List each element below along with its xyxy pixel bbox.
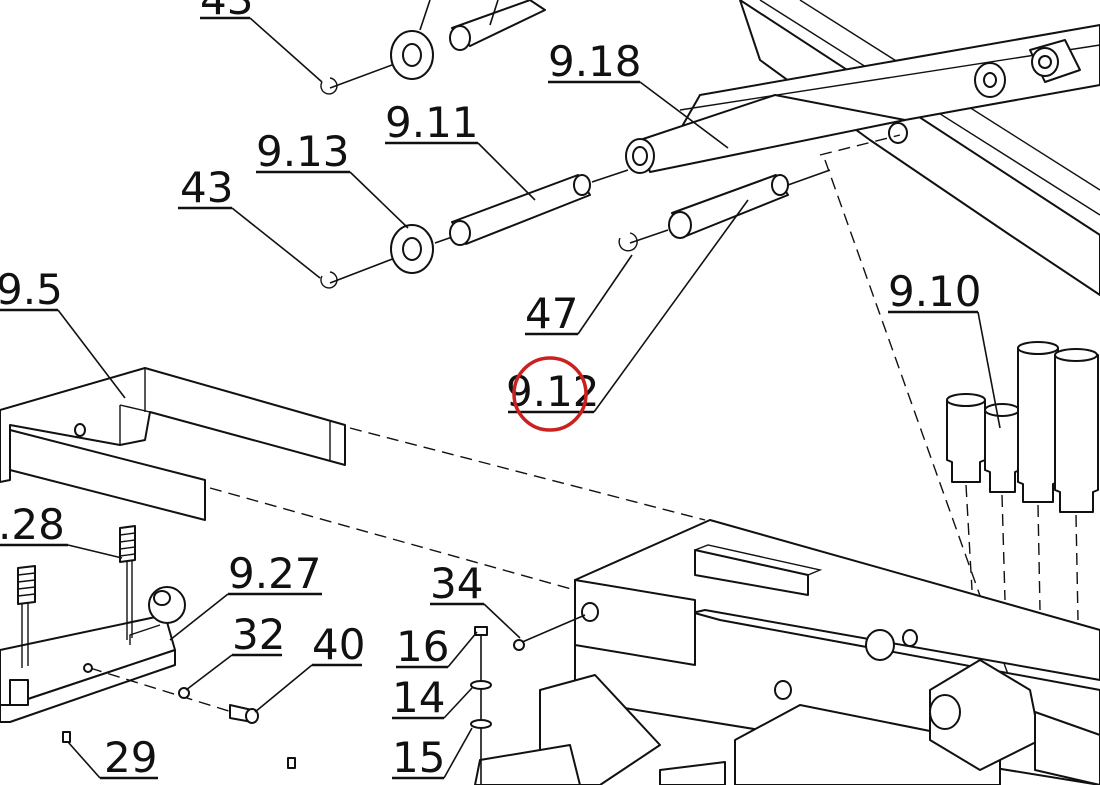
- callout-9-11: 9.11: [385, 98, 479, 147]
- callout-15: 15: [392, 733, 445, 782]
- arm-9-18: [625, 94, 906, 174]
- callout-labels: 43 9.18 9.11 9.13 43 47 9.12 9.5 9.10 .2…: [0, 0, 982, 782]
- callout-9-27: 9.27: [228, 549, 322, 598]
- main-chassis: [474, 519, 1100, 785]
- callout-28: .28: [0, 500, 65, 549]
- callout-47: 47: [525, 289, 578, 338]
- callout-32: 32: [232, 610, 285, 659]
- callout-16: 16: [396, 622, 449, 671]
- highlight-circle: [512, 356, 588, 432]
- assembly-9-27: [0, 525, 296, 769]
- tubes-9-10: [946, 341, 1099, 621]
- callout-9-10: 9.10: [888, 267, 982, 316]
- callout-43: 43: [180, 163, 233, 212]
- callout-14: 14: [392, 673, 445, 722]
- top-bushing: [320, 0, 546, 95]
- middle-pin-row: [320, 169, 629, 289]
- pin-9-12: [618, 169, 831, 252]
- callout-9-13: 9.13: [256, 127, 350, 176]
- callout-9-5: 9.5: [0, 265, 63, 314]
- callout-43-top: 43: [200, 0, 253, 24]
- bracket-9-5: [0, 367, 706, 591]
- callout-40: 40: [312, 620, 365, 669]
- callout-9-18: 9.18: [548, 37, 642, 86]
- alignment-lines: [819, 134, 1011, 681]
- callout-29: 29: [104, 733, 157, 782]
- hardware-stack: [470, 614, 586, 785]
- callout-34: 34: [430, 559, 483, 608]
- leader-lines: [0, 0, 1001, 780]
